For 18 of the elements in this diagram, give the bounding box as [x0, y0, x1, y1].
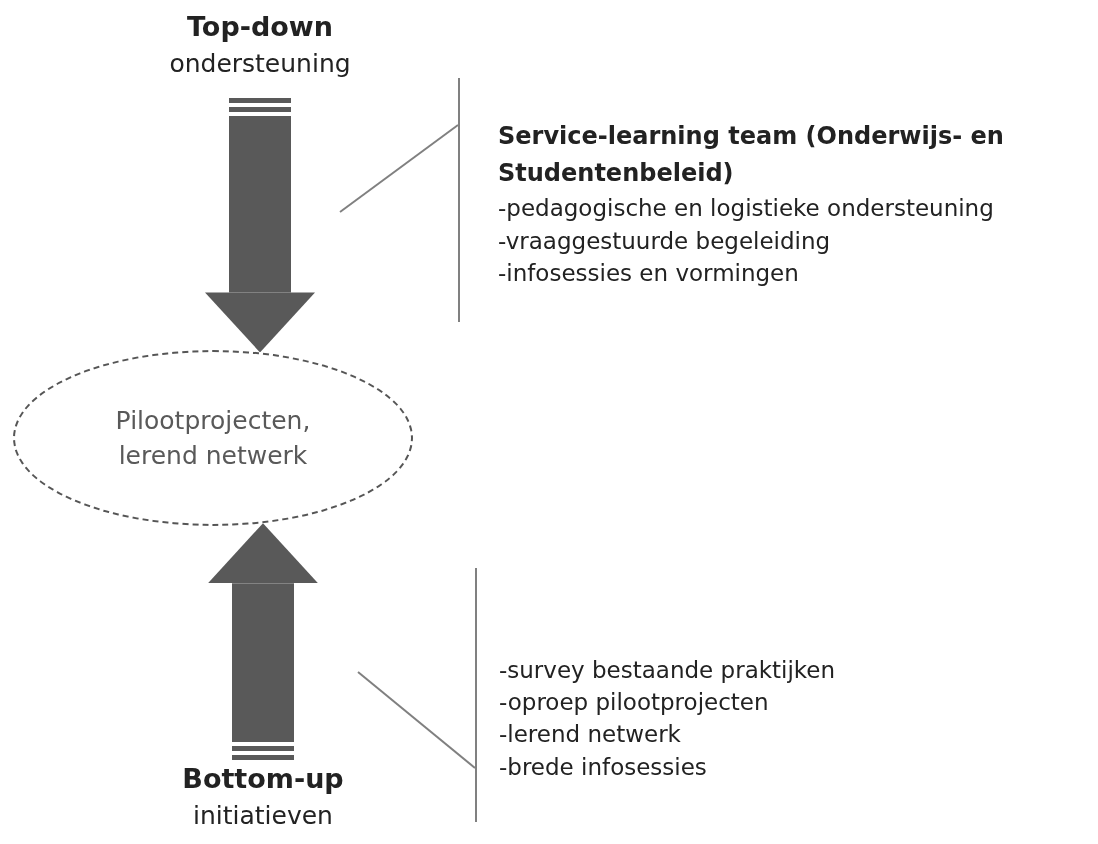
team-heading: Service-learning team (Onderwijs- en Studentenbeleid)	[498, 121, 1005, 190]
list-item: -infosessies en vormingen	[498, 258, 800, 288]
node-label: Pilootprojecten, lerend netwerk	[115, 405, 311, 472]
heading: Top-down	[186, 10, 334, 44]
dashed-ellipse	[13, 350, 413, 526]
list-item: -vraaggestuurde begeleiding	[498, 226, 832, 256]
list-item: -brede infosessies	[499, 752, 708, 782]
list-item: -oproep pilootprojecten	[499, 688, 770, 718]
list-item: -survey bestaande praktijken	[499, 656, 837, 685]
block-arrow	[208, 523, 318, 760]
block-arrow	[205, 98, 315, 353]
subheading: ondersteuning	[168, 47, 352, 80]
subheading: initiatieven	[192, 799, 334, 832]
leader-line	[357, 671, 476, 769]
leader-line	[339, 124, 459, 213]
heading: Bottom-up	[181, 762, 345, 796]
list-item: -lerend netwerk	[499, 720, 682, 750]
list-item: -pedagogische en logistieke ondersteuning	[498, 194, 995, 224]
